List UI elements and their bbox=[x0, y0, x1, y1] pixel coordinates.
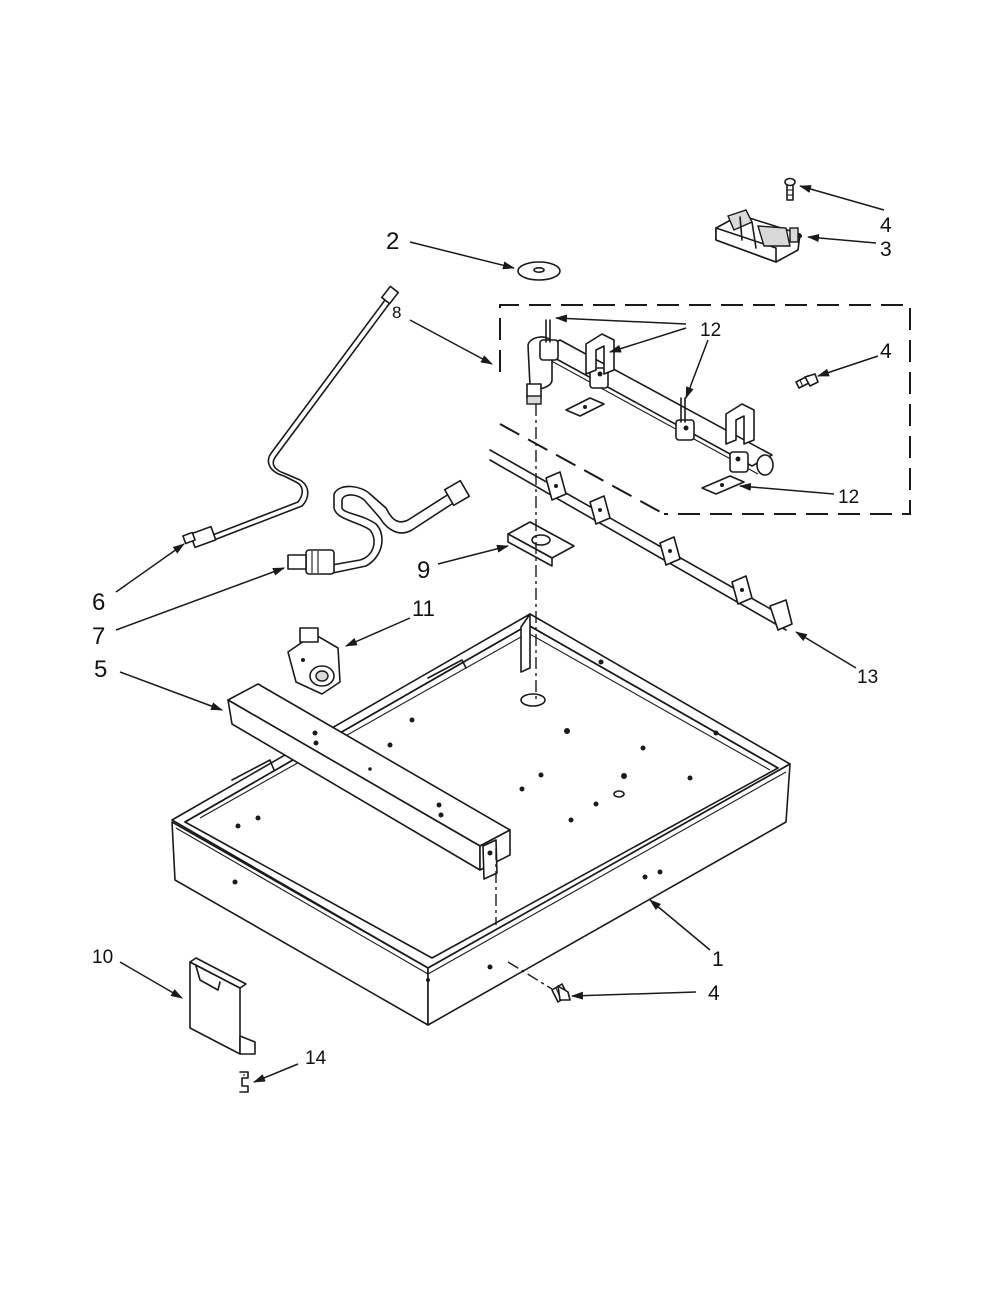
burner-box-part-1 bbox=[171, 613, 791, 1026]
callout-7: 7 bbox=[92, 623, 105, 650]
callout-13: 13 bbox=[857, 667, 878, 688]
regulator-part-11 bbox=[287, 627, 341, 695]
cross-brace-part-5 bbox=[227, 683, 511, 880]
callout-9: 9 bbox=[417, 557, 430, 584]
callout-labels: 4 3 2 8 12 4 12 9 6 11 7 5 13 1 10 4 14 bbox=[92, 214, 892, 1069]
callout-4-top: 4 bbox=[880, 214, 892, 237]
screw-part-4-mid bbox=[795, 373, 819, 389]
callout-5: 5 bbox=[94, 656, 107, 683]
heat-shield-part-10 bbox=[189, 957, 256, 1055]
callout-11: 11 bbox=[412, 596, 435, 621]
spark-module-part-3 bbox=[715, 209, 802, 263]
callout-4-mid: 4 bbox=[880, 340, 892, 363]
flex-hose-part-7 bbox=[287, 479, 471, 575]
callout-10: 10 bbox=[92, 947, 113, 968]
callout-14: 14 bbox=[305, 1048, 327, 1069]
screw-part-4-top bbox=[784, 177, 796, 201]
callout-12-bottom: 12 bbox=[838, 487, 859, 508]
screw-part-4-bottom bbox=[507, 961, 571, 1003]
bracket-plate-part-9 bbox=[507, 521, 575, 567]
callout-1: 1 bbox=[712, 948, 724, 971]
callout-8: 8 bbox=[392, 303, 401, 322]
callout-2: 2 bbox=[386, 228, 399, 255]
callout-4-bottom: 4 bbox=[708, 982, 720, 1005]
manifold-assembly-part-8 bbox=[499, 304, 911, 515]
callout-3: 3 bbox=[880, 238, 892, 261]
callout-12-top: 12 bbox=[700, 320, 721, 341]
callout-6: 6 bbox=[92, 589, 105, 616]
leader-lines bbox=[115, 185, 885, 1083]
ignitor-harness-part-13 bbox=[489, 449, 793, 631]
clip-part-14 bbox=[239, 1071, 249, 1093]
gas-tube-part-6 bbox=[182, 285, 400, 549]
washer-part-2 bbox=[517, 261, 561, 281]
